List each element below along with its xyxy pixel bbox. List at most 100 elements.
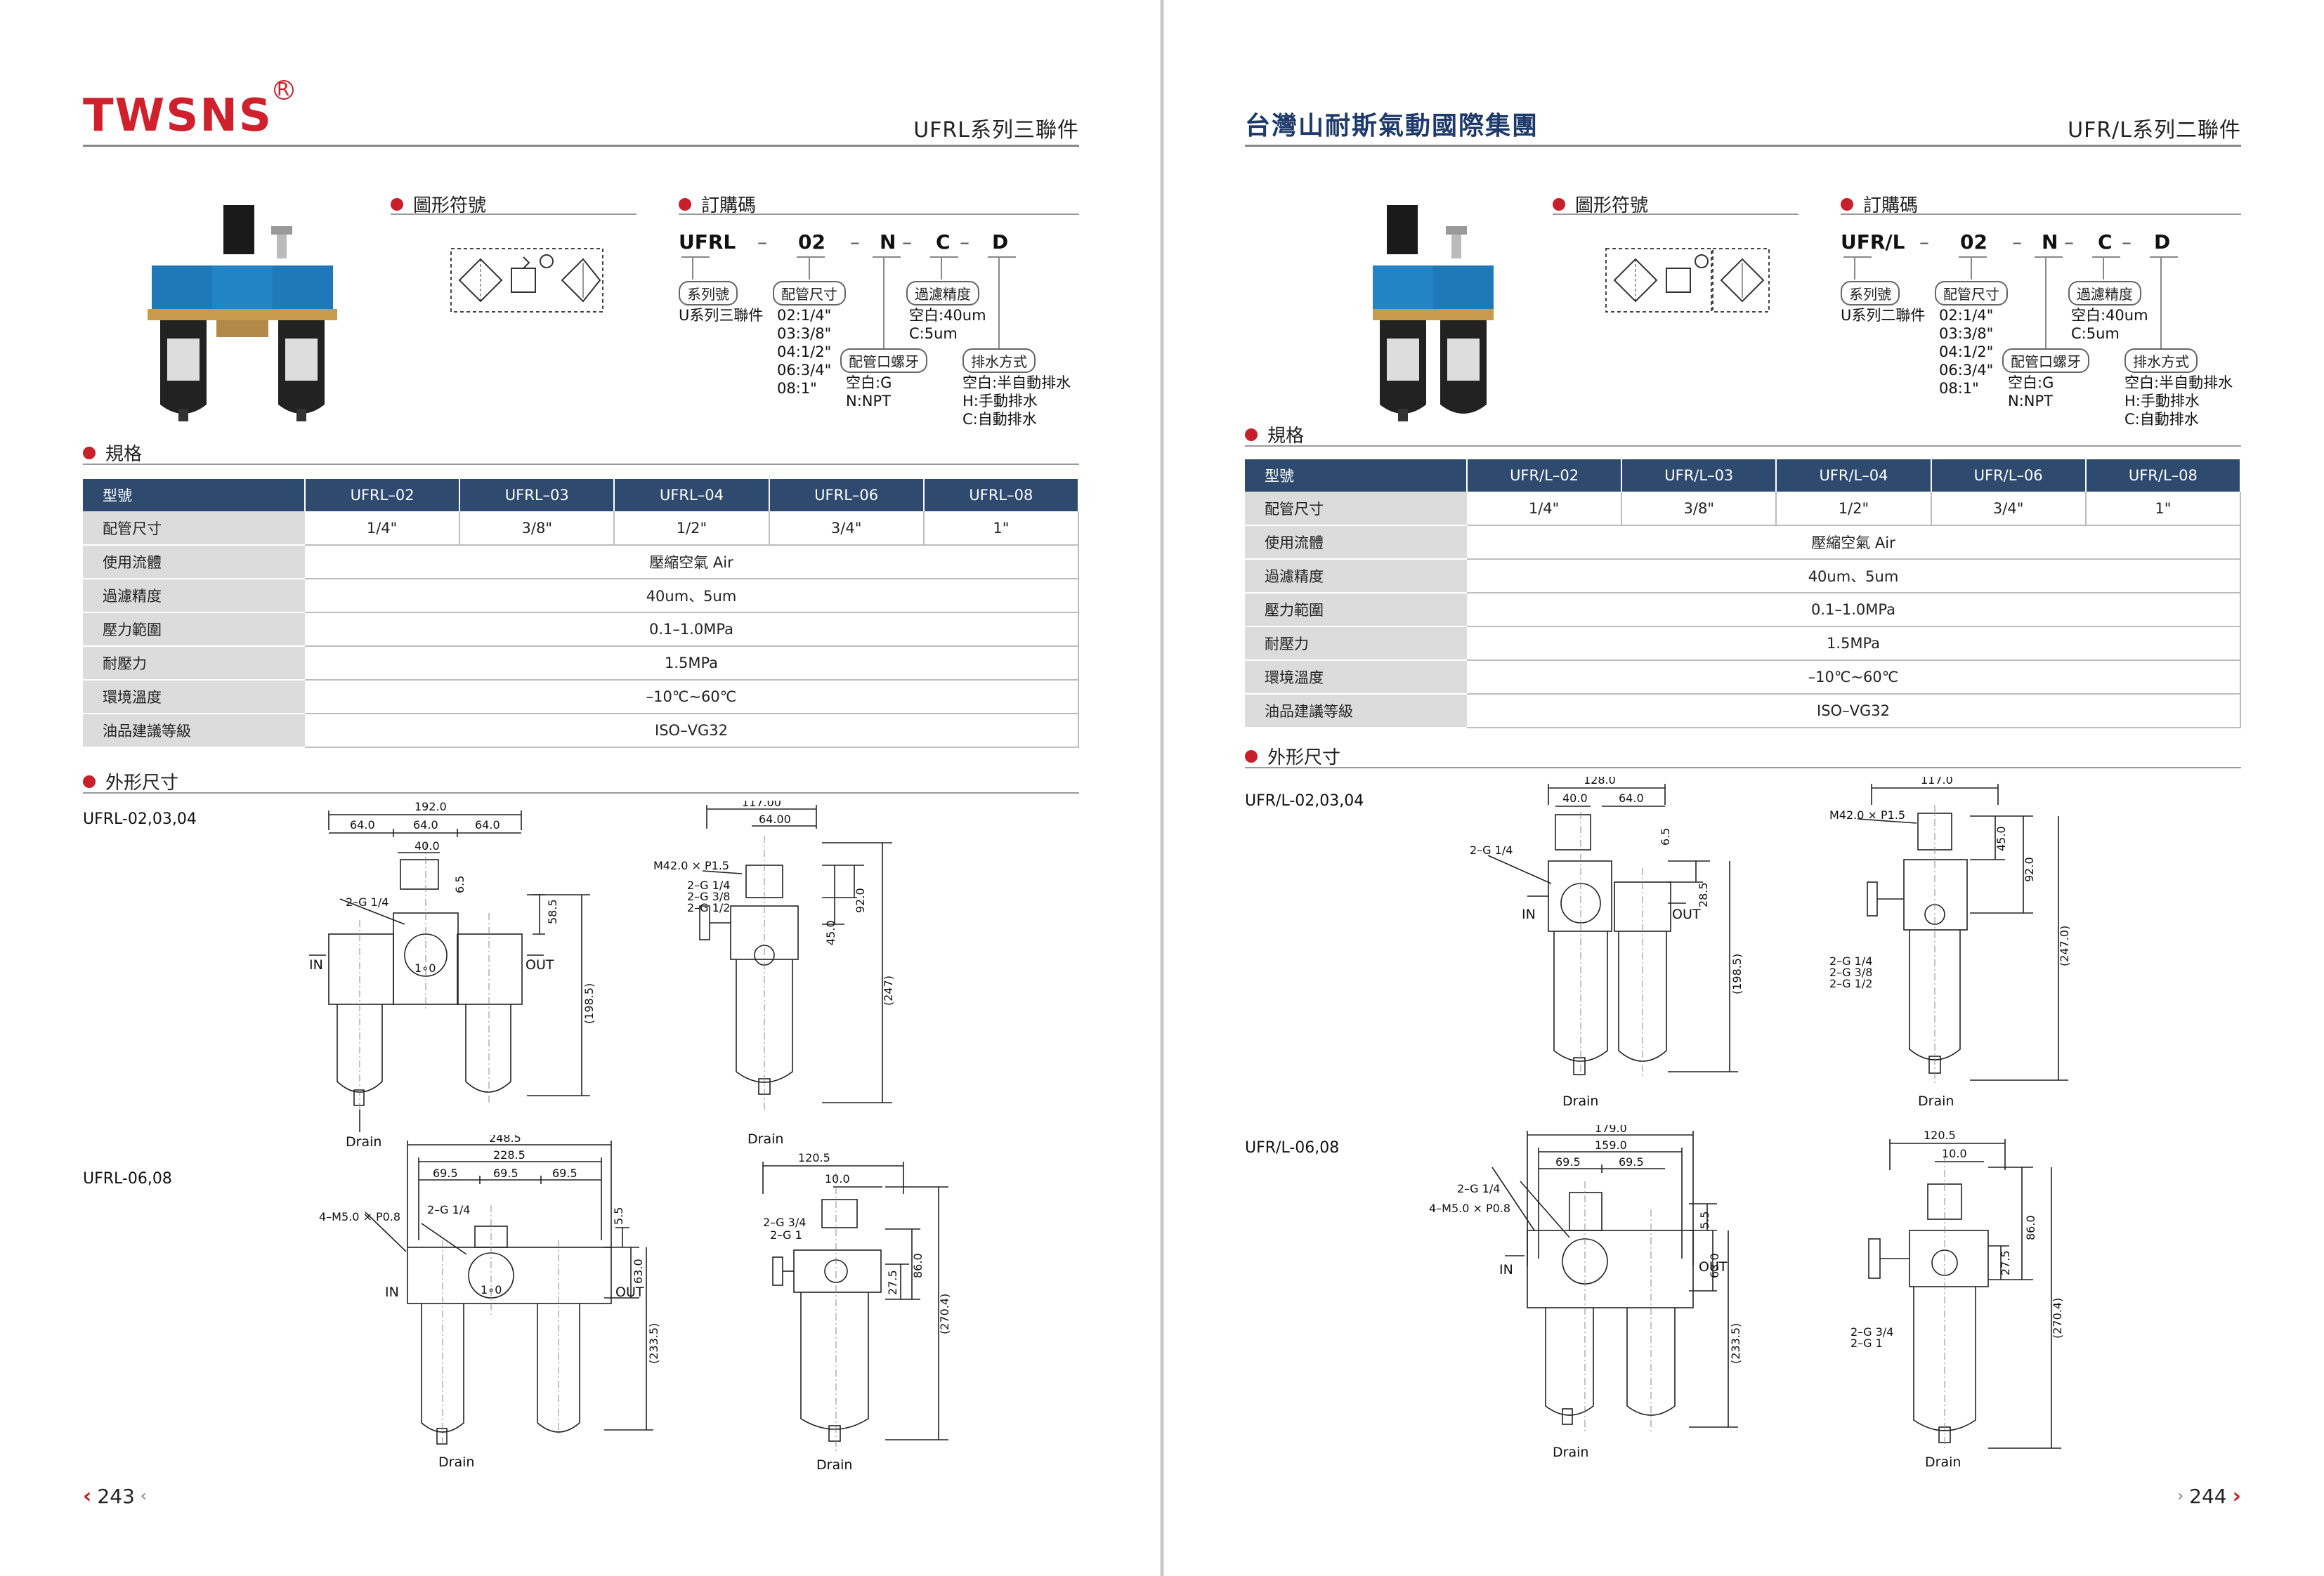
model-label-a: UFRL-02,03,04 — [83, 810, 197, 828]
header-ufrl-08: UFR/L–08 — [2085, 459, 2242, 492]
drawing-b-side: 120.5 10.0 86.0 27.5 2–G 3/4 2–G 1 (270.… — [1850, 1129, 2064, 1470]
page-next-icon: › — [2232, 1484, 2241, 1509]
text-drain: 空白:半自動排水 H:手動排水 C:自動排水 — [962, 374, 1071, 428]
dim-text: (247.0) — [2058, 926, 2071, 966]
row-label: 壓力範圍 — [1245, 593, 1467, 627]
row-value: 40um、5um — [1467, 559, 2241, 593]
dim-text: 92.0 — [2023, 857, 2036, 882]
code-separator: – — [757, 230, 767, 254]
text-thread: 空白:G N:NPT — [846, 374, 892, 409]
dim-text: (270.4) — [2051, 1298, 2064, 1339]
dim-text: 2–G 1/4 — [427, 1203, 470, 1216]
dim-text: 2–G 1 — [770, 1228, 802, 1242]
header-model: 型號 — [83, 479, 306, 511]
port-cell: 3/4" — [769, 511, 925, 546]
row-value: 40um、5um — [305, 579, 1079, 613]
text-series: U系列三聯件 — [679, 307, 764, 324]
text-filter: 空白:40um C:5um — [2071, 307, 2148, 342]
model-label-b: UFR/L-06,08 — [1245, 1139, 1340, 1157]
port-cell: 1/2" — [1776, 492, 1932, 526]
header-rule — [83, 145, 1079, 147]
dim-text: 69.5 — [433, 1167, 458, 1180]
dim-text: 128.0 — [1584, 777, 1616, 787]
row-value: 0.1–1.0MPa — [305, 612, 1079, 647]
table-row: 配管尺寸 1/4" 3/8" 1/2" 3/4" 1" — [83, 511, 1080, 546]
dim-text: 1∘0 — [414, 961, 436, 975]
dim-text: 2–G 1/4 — [1457, 1182, 1500, 1195]
bullet-icon — [1841, 197, 1853, 211]
brand-logo-text: TWSNS — [83, 90, 273, 142]
symbol-label: 圖形符號 — [1575, 195, 1649, 216]
dim-text: 27.5 — [1999, 1250, 2012, 1275]
drain-label: Drain — [748, 1131, 783, 1147]
dim-text: 2–G 1/2 — [1829, 977, 1872, 990]
symbol-label: 圖形符號 — [413, 195, 487, 216]
header-model: 型號 — [1245, 459, 1468, 492]
dim-text: 45.0 — [824, 920, 837, 945]
pneumatic-symbol — [450, 248, 603, 313]
dims-label: 外形尺寸 — [105, 773, 179, 794]
code-separator: – — [2064, 230, 2074, 254]
dim-text: 69.5 — [1555, 1155, 1581, 1169]
dim-text: 40.0 — [414, 839, 440, 853]
dim-text: 10.0 — [825, 1172, 850, 1186]
dim-text: 6.5 — [453, 876, 466, 893]
drain-label: Drain — [816, 1457, 852, 1473]
spec-header-row: 型號 UFR/L–02 UFR/L–03 UFR/L–04 UFR/L–06 U… — [1245, 459, 2242, 492]
code-size: 02 — [1960, 230, 1987, 254]
order-rule — [679, 214, 1079, 215]
code-filter: C — [2098, 230, 2113, 254]
dim-text: 228.5 — [493, 1148, 525, 1162]
row-label: 油品建議等級 — [83, 714, 305, 748]
order-label: 訂購碼 — [1863, 195, 1919, 216]
dims-rule — [83, 792, 1079, 794]
dim-text: 1∘0 — [481, 1283, 502, 1296]
tag-filter: 過濾精度 — [2068, 281, 2141, 306]
port-cell: 1" — [923, 511, 1080, 546]
row-label: 耐壓力 — [83, 646, 305, 681]
code-separator: – — [902, 230, 912, 254]
dim-text: (198.5) — [582, 983, 596, 1024]
bullet-icon — [1553, 197, 1565, 211]
row-value: ISO–VG32 — [305, 714, 1079, 748]
spec-section-label: 規格 — [1245, 421, 1304, 447]
code-size: 02 — [798, 230, 825, 254]
header-ufrl-02: UFRL–02 — [305, 479, 461, 511]
out-label: OUT — [1672, 907, 1701, 922]
spec-label: 規格 — [1267, 426, 1305, 447]
product-photo — [148, 205, 337, 421]
dim-text: 64.0 — [1619, 792, 1644, 805]
text-thread: 空白:G N:NPT — [2008, 374, 2054, 409]
code-separator: – — [960, 230, 970, 254]
row-value: 壓縮空氣 Air — [305, 545, 1079, 579]
row-label: 過濾精度 — [83, 579, 305, 613]
dim-text: 159.0 — [1595, 1138, 1627, 1152]
drawing-b-front: 248.5 228.5 69.5 69.5 69.5 4–M5.0 × P0.8… — [319, 1135, 660, 1470]
dim-text: 117.0 — [1921, 777, 1953, 787]
dim-text: 2–G 3/8 — [687, 890, 730, 903]
order-leader-lines — [1843, 256, 2178, 353]
lubricator-body — [273, 265, 333, 309]
page-number-text: 243 — [97, 1485, 135, 1508]
regulator-knob — [223, 205, 254, 254]
table-row: 使用流體壓縮空氣 Air — [1245, 525, 2241, 560]
tag-size: 配管尺寸 — [773, 281, 846, 306]
dim-text: (233.5) — [647, 1323, 660, 1364]
header-ufrl-04: UFRL–04 — [614, 479, 770, 511]
dim-text: 69.5 — [552, 1167, 577, 1180]
header-ufrl-06: UFRL–06 — [769, 479, 925, 511]
order-label: 訂購碼 — [701, 195, 757, 216]
symbol-section-label: 圖形符號 — [391, 191, 486, 217]
product-photo — [1373, 205, 1494, 421]
dim-text: 45.0 — [1995, 826, 2008, 851]
dim-text: 27.5 — [886, 1270, 899, 1295]
drain-label: Drain — [1562, 1094, 1598, 1109]
model-label-b: UFRL-06,08 — [83, 1170, 172, 1188]
